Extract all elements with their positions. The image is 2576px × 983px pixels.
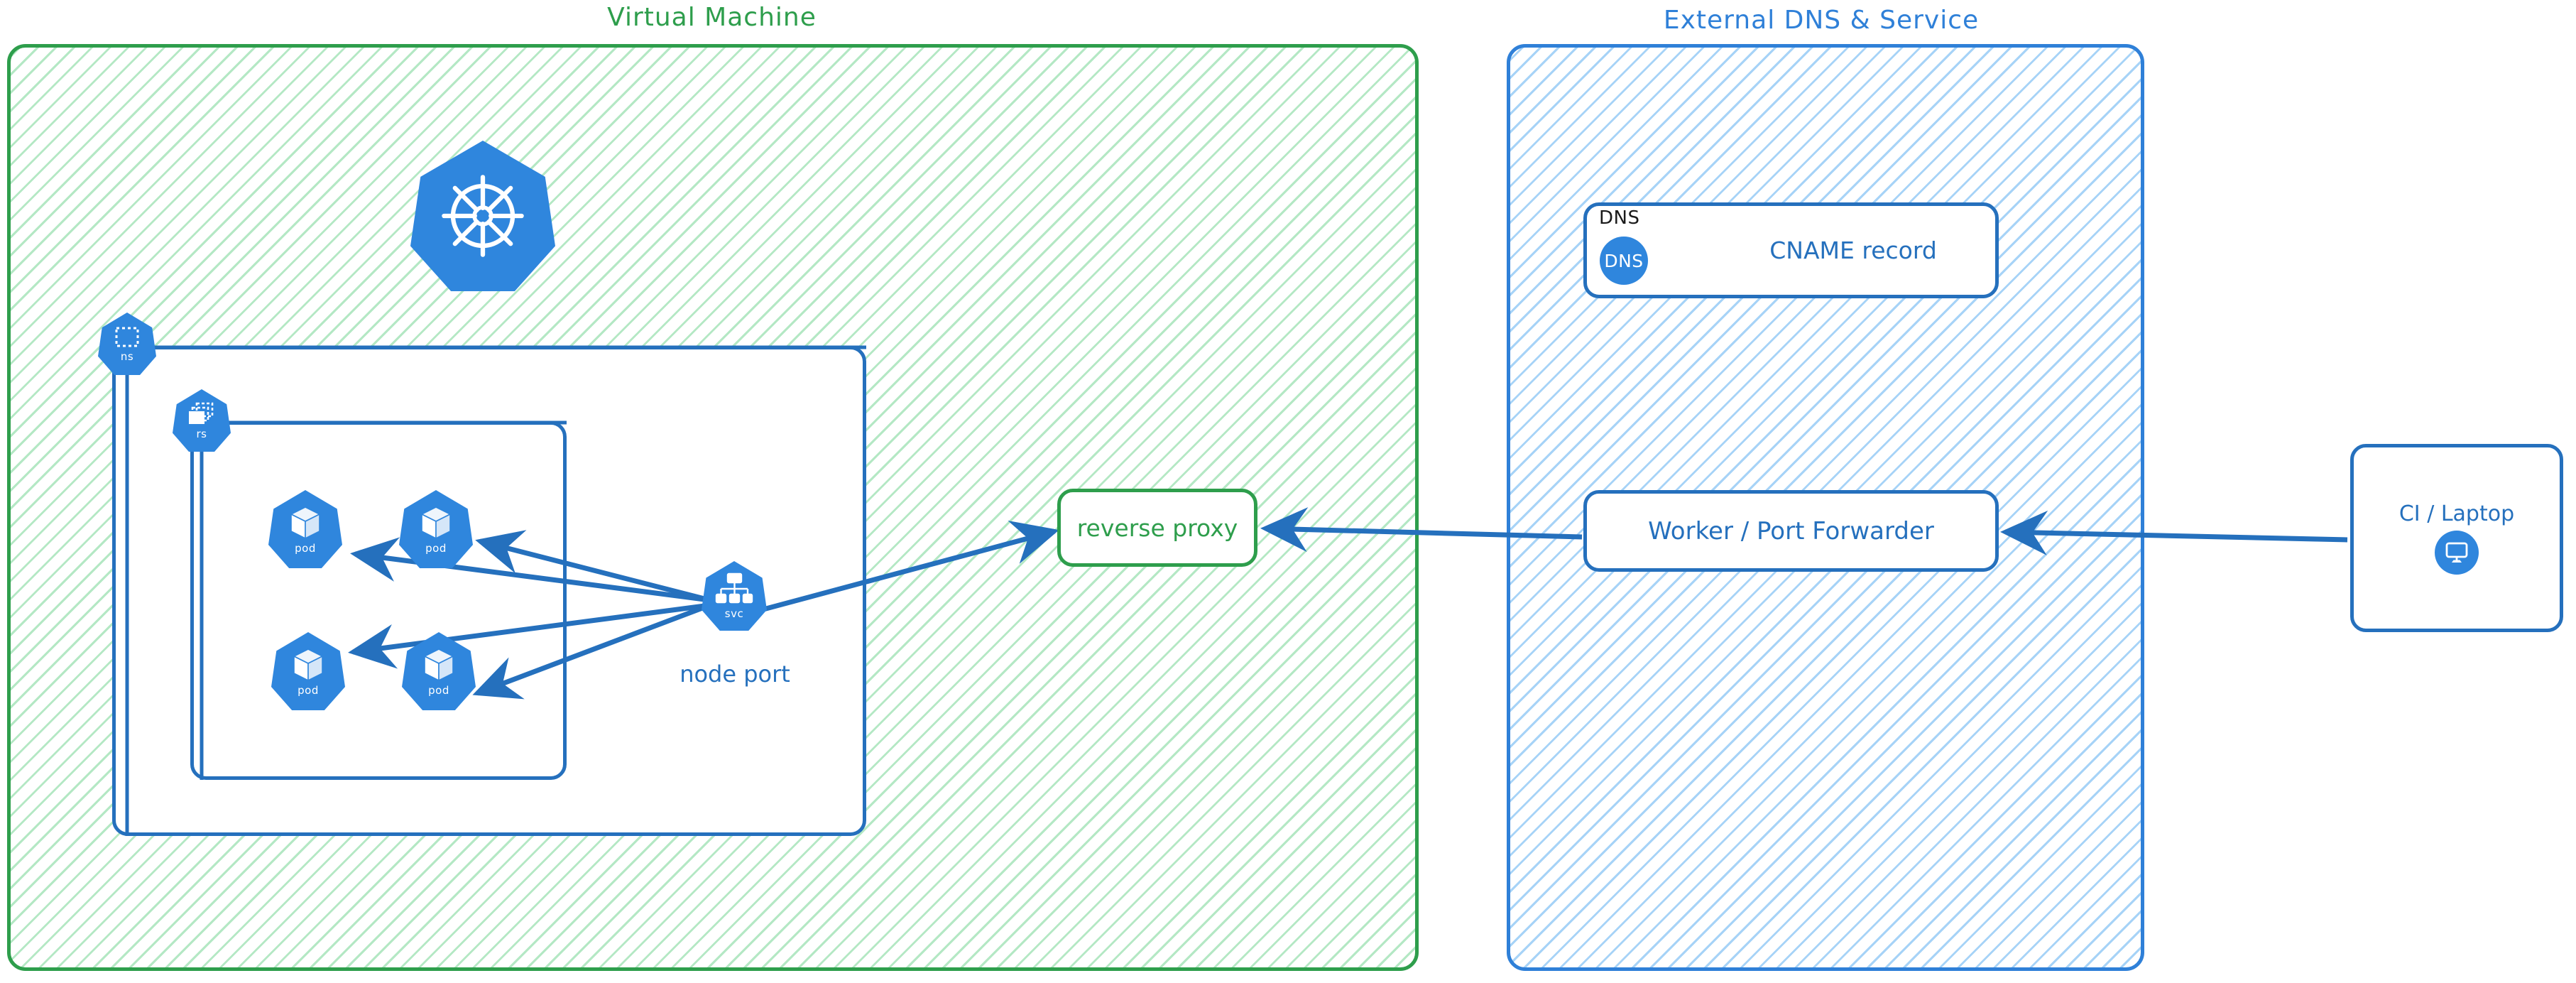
pod-cube-icon	[421, 506, 451, 539]
dns-card-title: DNS	[1599, 207, 1640, 229]
pod-badge-label: pod	[425, 542, 447, 555]
namespace-badge-label: ns	[120, 350, 134, 363]
service-badge-label: svc	[724, 607, 744, 620]
pod-cube-icon	[424, 648, 454, 681]
pod-badge-label: pod	[295, 542, 316, 555]
worker-port-forwarder-label: Worker / Port Forwarder	[1648, 516, 1934, 545]
reverse-proxy-label: reverse proxy	[1076, 514, 1238, 542]
cname-record-label: CNAME record	[1769, 237, 1937, 264]
replicaset-badge-label: rs	[196, 428, 207, 440]
pod-badge-label: pod	[298, 684, 319, 697]
namespace-dashed-square-icon	[115, 327, 139, 347]
dns-badge-label: DNS	[1604, 250, 1644, 271]
pod-badge-label: pod	[428, 684, 449, 697]
replicaset-stacked-boxes-icon	[189, 402, 214, 424]
external-dns-service-zone-title: External DNS & Service	[1663, 6, 1980, 35]
dns-card[interactable]	[1583, 202, 1999, 298]
pod-cube-icon	[293, 648, 323, 681]
desktop-monitor-icon	[2435, 531, 2479, 575]
service-org-chart-icon	[715, 572, 753, 604]
replicaset-box	[190, 421, 567, 780]
dns-badge-icon: DNS	[1600, 237, 1648, 285]
ci-laptop-label: CI / Laptop	[2398, 501, 2515, 526]
reverse-proxy-node[interactable]: reverse proxy	[1057, 489, 1257, 567]
ci-laptop-node[interactable]: CI / Laptop	[2350, 444, 2563, 632]
pod-cube-icon	[290, 506, 320, 539]
desktop-monitor-glyph	[2445, 542, 2468, 563]
worker-port-forwarder-node[interactable]: Worker / Port Forwarder	[1583, 490, 1999, 572]
virtual-machine-zone-title: Virtual Machine	[607, 3, 817, 32]
node-port-label: node port	[680, 661, 790, 688]
kubernetes-helm-glyph	[442, 175, 524, 257]
